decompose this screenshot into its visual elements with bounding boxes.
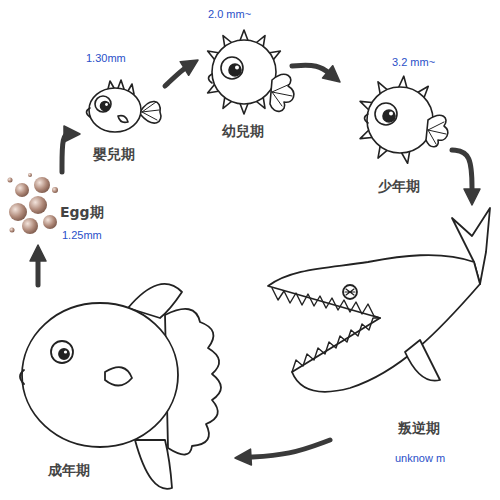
egg-cluster-part — [10, 228, 15, 233]
life-stage: 少年期 3.2 mm~ — [340, 52, 452, 199]
baby-fish-part — [142, 102, 159, 120]
stage-name: 幼兒期 — [222, 123, 264, 141]
egg-cluster-part — [9, 203, 27, 221]
shark-part — [405, 340, 440, 381]
cycle-arrow — [165, 60, 198, 86]
stage-name: 成年期 — [48, 462, 90, 480]
juvenile-fish — [360, 76, 448, 163]
stage-name: 嬰兒期 — [93, 146, 135, 164]
size-label: 1.30mm — [86, 52, 126, 64]
baby-fish-part — [87, 108, 91, 117]
juvenile-fish-part — [365, 114, 369, 123]
shark-part — [272, 288, 380, 318]
juvenile-fish-part — [428, 122, 446, 144]
child-fish-part — [235, 66, 239, 70]
life-stage: 成年期 — [12, 285, 235, 495]
juvenile-fish-part — [389, 112, 393, 116]
child-fish-part — [229, 64, 241, 76]
baby-fish-part — [118, 116, 128, 123]
shark-part — [343, 285, 357, 299]
sunfish-part — [51, 341, 73, 363]
egg-cluster-part — [28, 173, 32, 177]
sunfish — [20, 284, 221, 489]
shark-part — [268, 255, 480, 392]
cycle-arrow — [292, 65, 340, 82]
arrow-shaft — [245, 440, 330, 457]
size-label: 1.25mm — [62, 229, 102, 241]
baby-fish-part — [89, 88, 141, 132]
baby-fish-part — [105, 103, 108, 106]
arrow-head — [464, 189, 480, 205]
child-fish — [208, 30, 294, 114]
arrow-head — [64, 126, 80, 142]
life-stage: Egg期 1.25mm — [5, 172, 107, 245]
stage-name: Egg期 — [60, 204, 104, 222]
egg-cluster-part — [29, 196, 47, 214]
juvenile-fish-part — [426, 115, 448, 146]
sunfish-part — [64, 350, 67, 353]
child-fish-part — [221, 57, 243, 79]
cycle-arrow — [30, 245, 46, 285]
baby-fish-part — [140, 101, 161, 123]
child-fish-part — [212, 40, 276, 104]
shark-part — [345, 289, 355, 295]
child-fish-part — [272, 84, 292, 106]
shark-part — [292, 318, 380, 372]
sunfish-part — [20, 370, 24, 384]
cycle-arrow — [452, 150, 480, 205]
child-fish-part — [209, 74, 213, 83]
arrow-head — [180, 60, 198, 75]
size-label: 3.2 mm~ — [392, 56, 435, 68]
arrow-head — [323, 66, 340, 82]
child-fish-part — [270, 74, 294, 111]
egg-cluster-part — [34, 177, 50, 193]
life-stage: 叛逆期 unknow m — [330, 205, 498, 478]
juvenile-fish-part — [367, 87, 433, 153]
sunfish-part — [105, 367, 132, 385]
egg-cluster-part — [8, 178, 13, 183]
egg-cluster-part — [15, 183, 29, 197]
baby-fish-part — [95, 96, 111, 112]
cycle-arrow — [62, 126, 80, 172]
stage-name: 叛逆期 — [398, 420, 440, 438]
sunfish-part — [135, 440, 172, 489]
egg-cluster-part — [22, 218, 38, 234]
arrow-head — [235, 449, 251, 465]
stage-name: 少年期 — [378, 178, 420, 196]
sunfish-part — [59, 349, 69, 359]
baby-fish — [87, 80, 161, 132]
life-stage: 嬰兒期 1.30mm — [80, 48, 165, 168]
juvenile-fish-part — [375, 103, 397, 125]
egg-cluster — [8, 173, 59, 234]
life-stage: 幼兒期 2.0 mm~ — [198, 5, 292, 144]
cycle-arrow — [235, 440, 330, 465]
arrow-head — [30, 245, 46, 261]
size-label: 2.0 mm~ — [208, 8, 251, 20]
egg-cluster-part — [52, 187, 58, 193]
baby-fish-part — [101, 102, 110, 111]
size-label: unknow m — [395, 452, 445, 464]
sunfish-part — [22, 303, 178, 447]
shark — [268, 208, 490, 392]
juvenile-fish-part — [383, 110, 395, 122]
egg-cluster-part — [43, 215, 57, 229]
